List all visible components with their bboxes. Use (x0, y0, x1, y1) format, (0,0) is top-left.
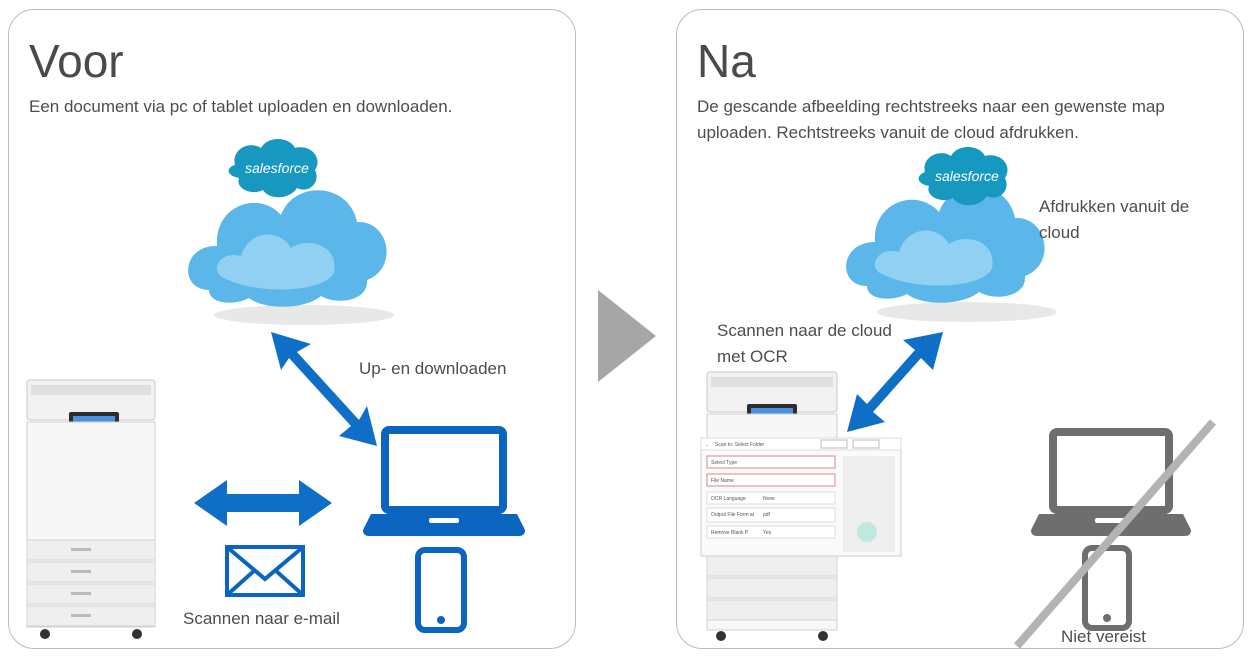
screen-value-4: pdf (763, 512, 771, 518)
strikethrough-line (1013, 419, 1217, 649)
screen-row-3: OCR Language (711, 496, 746, 502)
screen-row-5: Remove Blank P (711, 530, 749, 536)
after-description: De gescande afbeelding rechtstreeks naar… (697, 97, 1165, 142)
after-illustration: salesforce (700, 147, 1217, 649)
screen-row-1: Select Type (711, 460, 737, 466)
salesforce-brand-text: salesforce (245, 160, 309, 176)
screen-title: Scan to: Select Folder (715, 442, 765, 448)
after-heading: Na (697, 35, 756, 87)
print-from-cloud-label: Afdrukken vanuit de cloud (1039, 197, 1190, 242)
back-arrow-icon: ← (705, 442, 710, 448)
scan-ocr-label: Scannen naar de cloud met OCR (717, 321, 892, 366)
chevron-right-icon (598, 290, 656, 382)
salesforce-logo: salesforce (918, 147, 1008, 206)
before-illustration: salesforce (26, 139, 525, 639)
not-required-label: Niet vereist (1061, 627, 1147, 646)
scan-email-label: Scannen naar e-mail (183, 609, 340, 628)
before-description: Een document via pc of tablet uploaden e… (29, 97, 453, 116)
laptop-icon-disabled (1031, 428, 1191, 536)
salesforce-logo: salesforce (228, 139, 318, 198)
screen-row-2: File Name (711, 478, 734, 484)
start-button-graphic (857, 522, 877, 542)
screen-value-3: None (763, 496, 775, 502)
updown-label: Up- en downloaden (359, 359, 507, 378)
scan-print-arrow (847, 332, 943, 432)
before-heading: Voor (29, 35, 124, 87)
laptop-icon (363, 426, 525, 536)
after-panel: Na De gescande afbeelding rechtstreeks n… (676, 9, 1244, 649)
smartphone-icon (415, 547, 467, 633)
printer-icon (26, 379, 156, 639)
scan-folder-screen: ← Scan to: Select Folder Select Type Fil… (700, 437, 902, 557)
screen-value-5: Yes (763, 530, 772, 536)
cloud-icon (188, 190, 394, 325)
before-panel: Voor Een document via pc of tablet uploa… (8, 9, 576, 649)
envelope-icon (225, 545, 305, 597)
cloud-icon (846, 186, 1057, 322)
screen-row-4: Output File Form at (711, 512, 755, 518)
email-transfer-arrow (194, 480, 332, 526)
salesforce-brand-text: salesforce (935, 168, 999, 184)
updown-arrow (271, 332, 377, 446)
